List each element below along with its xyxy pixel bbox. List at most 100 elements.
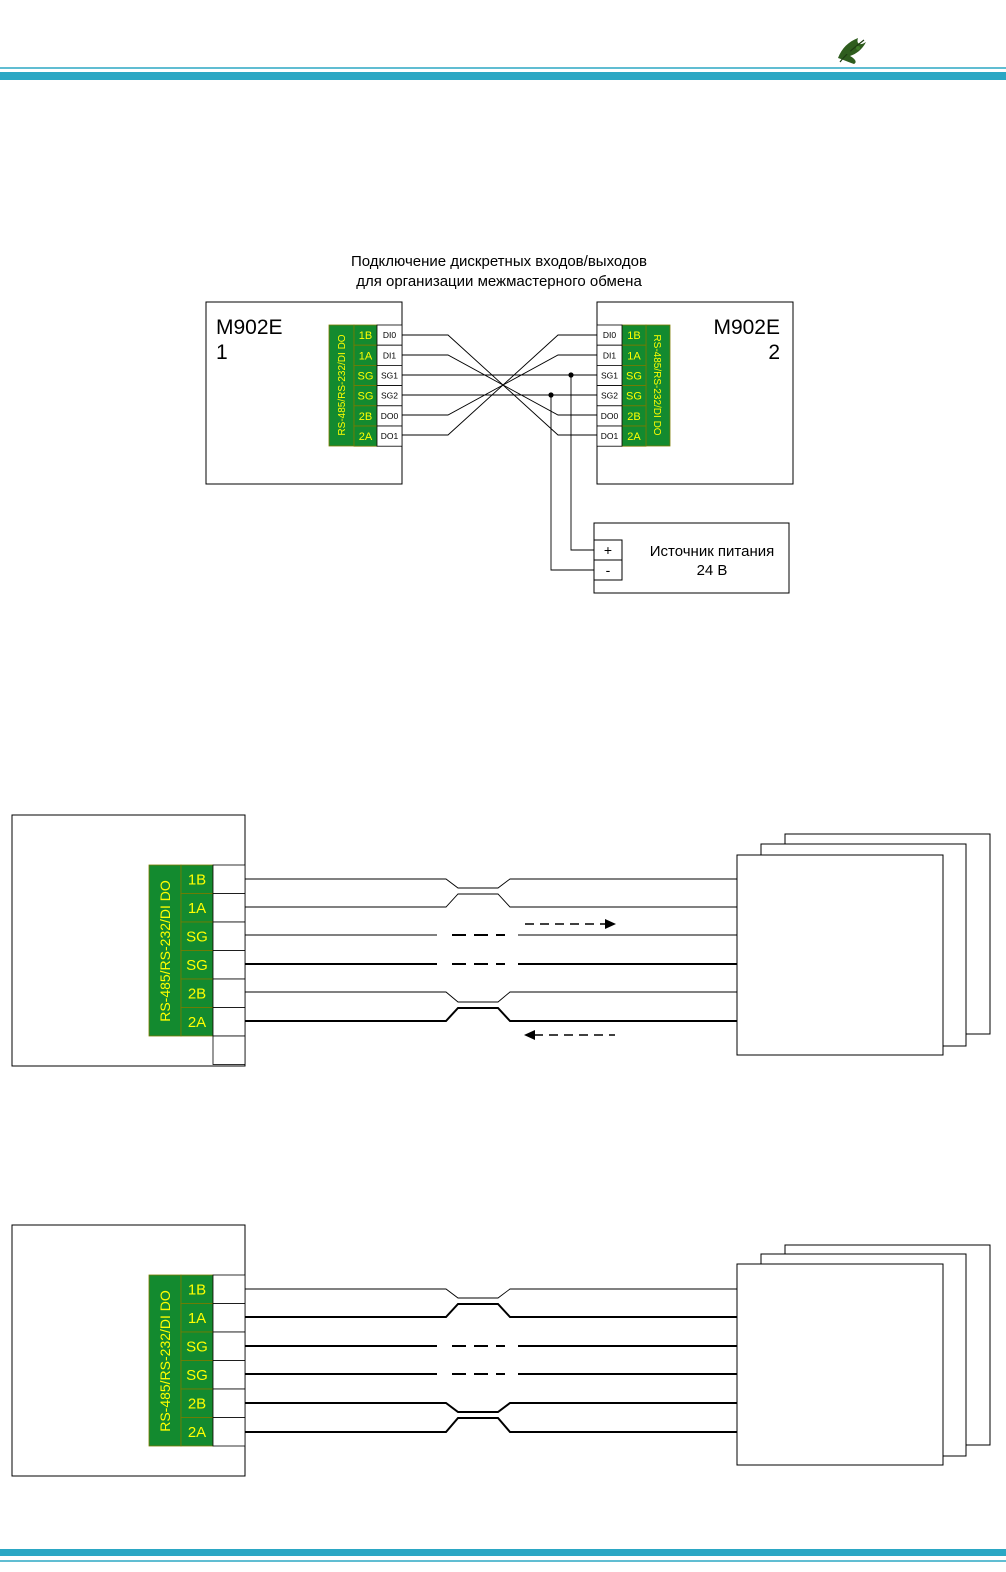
diagram-3-signal-cell xyxy=(212,1360,246,1390)
diagram-2-signal-cell xyxy=(212,1007,246,1037)
diagram-2-wiring xyxy=(245,878,737,1040)
diagram-2-terminal-label: SG xyxy=(186,929,208,946)
diagram-2-terminal xyxy=(180,950,214,980)
footer xyxy=(0,1549,1006,1562)
diagram-3-terminal-label: 2A xyxy=(188,1424,206,1441)
diagram-3-signal-cell xyxy=(212,1303,246,1333)
device-2-name: M902E xyxy=(713,316,780,339)
diagram-2-terminal xyxy=(180,921,214,951)
diagram-3-signal-cell xyxy=(212,1274,246,1304)
diagram-2-terminal-label: 1A xyxy=(188,900,206,917)
device-1-terminal-label: 1B xyxy=(359,330,372,342)
device-1-terminal-label: SG xyxy=(358,391,374,403)
header-thick-rule xyxy=(0,72,1006,80)
diagram-2-terminal-label: SG xyxy=(186,957,208,974)
device-1-terminal-label: 1A xyxy=(359,350,373,362)
device-1-signal-label: SG2 xyxy=(381,391,398,401)
device-1-terminal-label: 2A xyxy=(359,431,373,443)
device-2-terminal-label: 1A xyxy=(627,350,641,362)
diagram-1-title-line2: для организации межмастерного обмена xyxy=(356,273,642,290)
device-1-signal-label: DO0 xyxy=(381,411,399,421)
diagram-3-terminal-label: 1A xyxy=(188,1310,206,1327)
diagram-2-terminal-label: 1B xyxy=(188,872,206,889)
diagram-3: RS-485/RS-232/DI DO 1B 1A SG SG 2B 2A xyxy=(11,1224,991,1477)
diagram-3-terminal-label: 2B xyxy=(188,1396,206,1413)
diagram-3-terminal-label: SG xyxy=(186,1339,208,1356)
device-1-port-label: RS-485/RS-232/DI DO xyxy=(337,334,348,435)
device-2-port-label-bar xyxy=(645,324,671,447)
diagram-3-signal-cell xyxy=(212,1417,246,1447)
oak-leaf-logo-icon xyxy=(838,38,866,64)
device-1-terminal-label: SG xyxy=(358,370,374,382)
diagram-3-terminal-label: SG xyxy=(186,1367,208,1384)
device-2-terminal-label: 2A xyxy=(627,431,641,443)
device-2-port-label: RS-485/RS-232/DI DO xyxy=(651,334,662,435)
footer-thick-rule xyxy=(0,1549,1006,1556)
diagram-2-signal-cell xyxy=(212,921,246,951)
header xyxy=(0,38,1006,80)
power-plus-label: + xyxy=(604,542,612,558)
diagram-3-signal-cell xyxy=(212,1331,246,1361)
junction-dot xyxy=(568,372,574,378)
diagram-3-slave-stack xyxy=(736,1244,991,1466)
diagram-3-port-label: RS-485/RS-232/DI DO xyxy=(157,1290,173,1432)
device-2-signal-label: DI0 xyxy=(603,330,617,340)
device-2-signal-label: DO0 xyxy=(601,411,619,421)
power-minus-terminal xyxy=(593,559,623,581)
diagram-2-signal-cell xyxy=(212,950,246,980)
power-supply-label-line2: 24 В xyxy=(697,562,728,579)
diagram-2-signal-cell xyxy=(212,893,246,923)
diagram-3-terminal xyxy=(180,1360,214,1390)
junction-dot xyxy=(548,392,554,398)
device-1-signal-label: SG1 xyxy=(381,371,398,381)
diagram-2-port-label-bar xyxy=(148,864,182,1037)
device-1-port-label-bar xyxy=(328,324,355,447)
device-2-signal-label: SG2 xyxy=(601,391,618,401)
diagram-3-terminal xyxy=(180,1274,214,1304)
diagram-3-terminal-block: 1B 1A SG SG 2B 2A xyxy=(180,1274,246,1447)
device-2-signal-label: SG1 xyxy=(601,371,618,381)
diagram-3-slave-box xyxy=(736,1263,944,1466)
device-1-signal-label: DI1 xyxy=(383,350,397,360)
diagram-2: RS-485/RS-232/DI DO 1B 1A SG SG 2B 2A xyxy=(11,814,991,1067)
diagram-2-terminal xyxy=(180,893,214,923)
device-2-terminal-label: SG xyxy=(626,391,642,403)
diagram-3-terminal xyxy=(180,1303,214,1333)
device-1-signal-cell xyxy=(376,425,403,447)
diagram-1-title-line1: Подключение дискретных входов/выходов xyxy=(351,253,647,270)
diagram-2-terminal-block: 1B 1A SG SG 2B 2A xyxy=(180,864,246,1065)
device-2-number: 2 xyxy=(768,341,780,364)
diagram-3-terminal xyxy=(180,1417,214,1447)
diagram-2-terminal-label: 2B xyxy=(188,986,206,1003)
diagram-3-terminal xyxy=(180,1331,214,1361)
device-2-terminal-label: 1B xyxy=(627,330,640,342)
diagram-2-slave-stack xyxy=(736,833,991,1056)
device-2-terminal-label: 2B xyxy=(627,411,640,423)
diagram-2-slave-box xyxy=(736,854,944,1056)
diagram-3-signal-cell xyxy=(212,1388,246,1418)
diagram-1: Подключение дискретных входов/выходов дл… xyxy=(205,253,794,594)
device-2-terminal-label: SG xyxy=(626,370,642,382)
diagram-3-terminal-label: 1B xyxy=(188,1282,206,1299)
diagram-1-wiring xyxy=(402,334,597,571)
power-minus-label: - xyxy=(606,562,611,578)
diagram-2-terminal-label: 2A xyxy=(188,1014,206,1031)
diagram-2-terminal xyxy=(180,864,214,894)
device-1-number: 1 xyxy=(216,341,228,364)
diagram-2-spare-cell xyxy=(212,1035,246,1065)
power-supply-box xyxy=(593,522,790,594)
device-1-terminal-label: 2B xyxy=(359,411,372,423)
diagram-2-terminal xyxy=(180,978,214,1008)
device-2-signal-cell xyxy=(596,425,623,447)
device-1-signal-label: DI0 xyxy=(383,330,397,340)
device-2-signal-label: DI1 xyxy=(603,350,617,360)
power-supply-label-line1: Источник питания xyxy=(650,543,775,560)
diagram-3-wiring xyxy=(245,1288,737,1433)
diagram-2-signal-cell xyxy=(212,864,246,894)
diagram-2-port-label: RS-485/RS-232/DI DO xyxy=(157,880,173,1022)
device-1-signal-label: DO1 xyxy=(381,431,399,441)
device-2-signal-label: DO1 xyxy=(601,431,619,441)
